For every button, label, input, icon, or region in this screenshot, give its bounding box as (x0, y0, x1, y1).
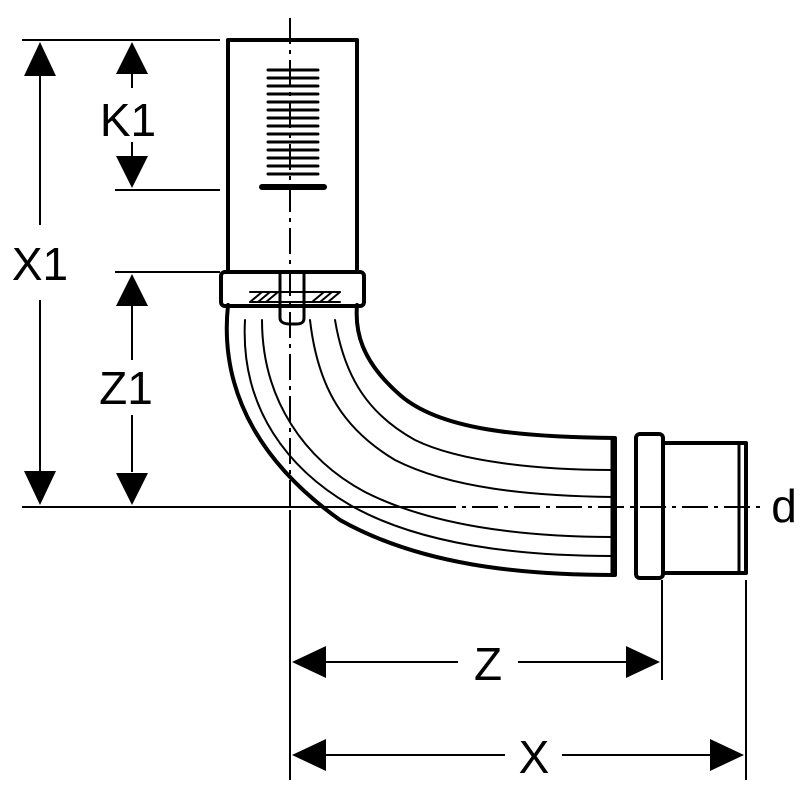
collar-lug (278, 270, 306, 326)
elbow-body (224, 303, 617, 577)
z1-label: Z1 (99, 362, 153, 414)
top-pipe-end (226, 38, 359, 274)
dimension-x1: X1 (12, 42, 68, 505)
extension-lines (22, 39, 747, 780)
k1-label: K1 (100, 94, 156, 146)
z1-arrow-top (116, 274, 148, 306)
top-collar (219, 270, 366, 308)
elbow-contour-3 (309, 319, 613, 498)
dimension-z1: Z1 (99, 274, 153, 505)
pipe-elbow (219, 38, 748, 580)
x-arrow-right (710, 739, 744, 771)
x-label: X (519, 731, 550, 783)
x1-arrow-bottom (24, 471, 56, 505)
elbow-contour-4 (334, 319, 613, 471)
k1-arrow-bottom (116, 156, 148, 188)
insertion-marker (259, 68, 327, 190)
x1-arrow-top (24, 42, 56, 76)
elbow-contour-1 (243, 319, 613, 557)
z-arrow-left (292, 646, 326, 678)
z-label: Z (474, 638, 502, 690)
collar-hatching (249, 291, 341, 303)
d-label: d (771, 480, 797, 532)
center-lines (289, 18, 760, 510)
x1-label: X1 (12, 238, 68, 290)
z-arrow-right (626, 646, 660, 678)
dimension-z: Z (292, 638, 660, 690)
elbow-contour-2 (261, 319, 613, 538)
z1-arrow-bottom (116, 473, 148, 505)
dimension-x: X (292, 731, 744, 783)
x-arrow-left (292, 739, 326, 771)
dimension-k1: K1 (100, 42, 156, 188)
k1-arrow-top (116, 42, 148, 74)
